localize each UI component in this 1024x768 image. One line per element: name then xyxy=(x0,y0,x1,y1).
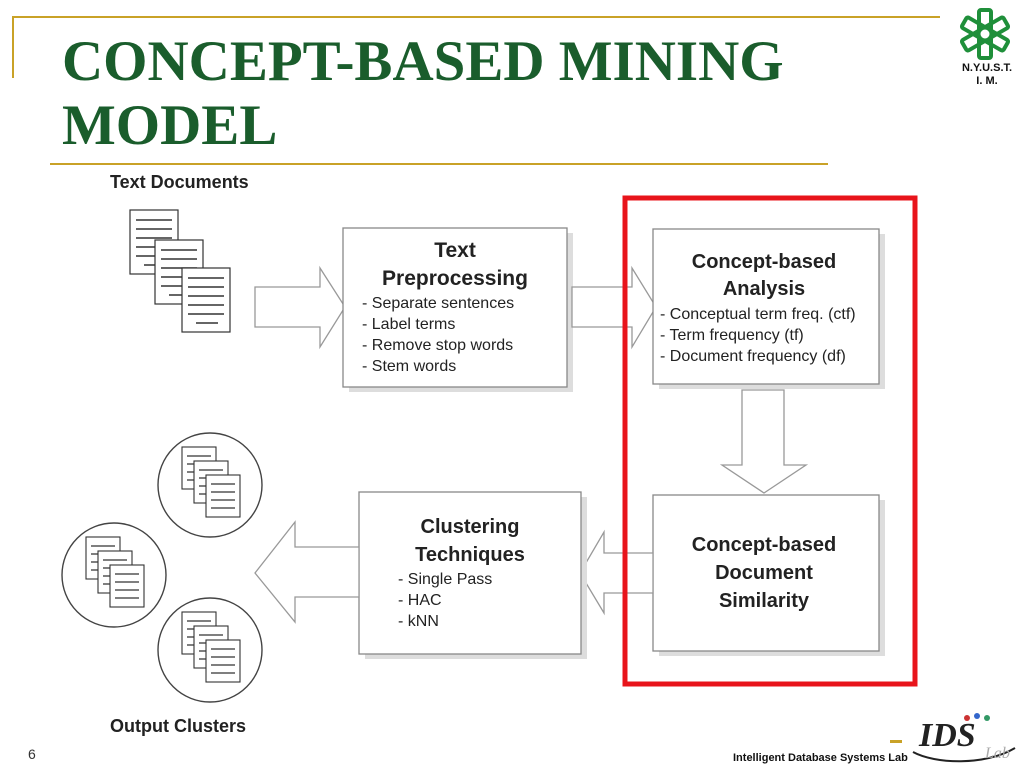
arrow-clustering-to-output xyxy=(254,520,360,624)
analysis-title-line1: Concept-based xyxy=(692,251,836,273)
slide-title: CONCEPT-BASED MINING MODEL xyxy=(62,30,784,157)
similarity-title-line3: Similarity xyxy=(719,590,810,612)
similarity-box: Concept-based Document Similarity xyxy=(652,494,885,656)
output-cluster-icon xyxy=(158,598,262,702)
left-rule xyxy=(12,18,14,78)
clustering-box: Clustering Techniques - Single Pass - HA… xyxy=(358,491,587,659)
highlight-frame xyxy=(622,195,918,687)
preprocessing-box: Text Preprocessing - Separate sentences … xyxy=(342,227,573,392)
clustering-item: - kNN xyxy=(398,613,439,630)
preprocessing-title-line1: Text xyxy=(434,239,476,262)
preprocessing-item: - Label terms xyxy=(362,316,455,333)
school-name: N.Y.U.S.T. I. M. xyxy=(945,62,1024,88)
clustering-item: - Single Pass xyxy=(398,571,492,588)
title-underline xyxy=(50,163,828,165)
school-logo-icon xyxy=(959,8,1011,60)
preprocessing-item: - Stem words xyxy=(362,358,456,375)
output-clusters-label: Output Clusters xyxy=(110,716,246,736)
lab-name: Intelligent Database Systems Lab xyxy=(733,752,908,764)
document-stack-icon xyxy=(129,209,231,333)
analysis-box: Concept-based Analysis - Conceptual term… xyxy=(652,228,885,389)
output-cluster-icon xyxy=(62,523,166,627)
preprocessing-title-line2: Preprocessing xyxy=(382,267,528,290)
arrow-analysis-to-similarity xyxy=(719,389,809,494)
lab-logo-text: IDS xyxy=(918,717,976,754)
page-number: 6 xyxy=(28,746,36,762)
similarity-title-line1: Concept-based xyxy=(692,534,836,556)
school-name-line2: I. M. xyxy=(976,75,998,87)
text-documents-label: Text Documents xyxy=(110,172,249,192)
preprocessing-item: - Remove stop words xyxy=(362,337,513,354)
output-cluster-icon xyxy=(158,433,262,537)
clustering-item: - HAC xyxy=(398,592,442,609)
analysis-item: - Document frequency (df) xyxy=(660,348,846,365)
preprocessing-item: - Separate sentences xyxy=(362,295,514,312)
arrow-docs-to-preprocessing xyxy=(254,265,346,350)
analysis-item: - Term frequency (tf) xyxy=(660,327,804,344)
analysis-item: - Conceptual term freq. (ctf) xyxy=(660,306,856,323)
lab-logo-icon: IDS Lab xyxy=(912,713,1016,763)
analysis-title-line2: Analysis xyxy=(723,278,805,300)
lab-logo-sub: Lab xyxy=(984,745,1010,762)
top-rule xyxy=(12,16,940,18)
arrow-similarity-to-clustering xyxy=(579,529,654,616)
lab-dash xyxy=(890,740,902,743)
clustering-title-line1: Clustering xyxy=(421,516,520,538)
school-name-line1: N.Y.U.S.T. xyxy=(961,62,1013,74)
arrow-preprocessing-to-analysis xyxy=(571,265,657,350)
similarity-title-line2: Document xyxy=(715,562,813,584)
clustering-title-line2: Techniques xyxy=(415,544,525,566)
